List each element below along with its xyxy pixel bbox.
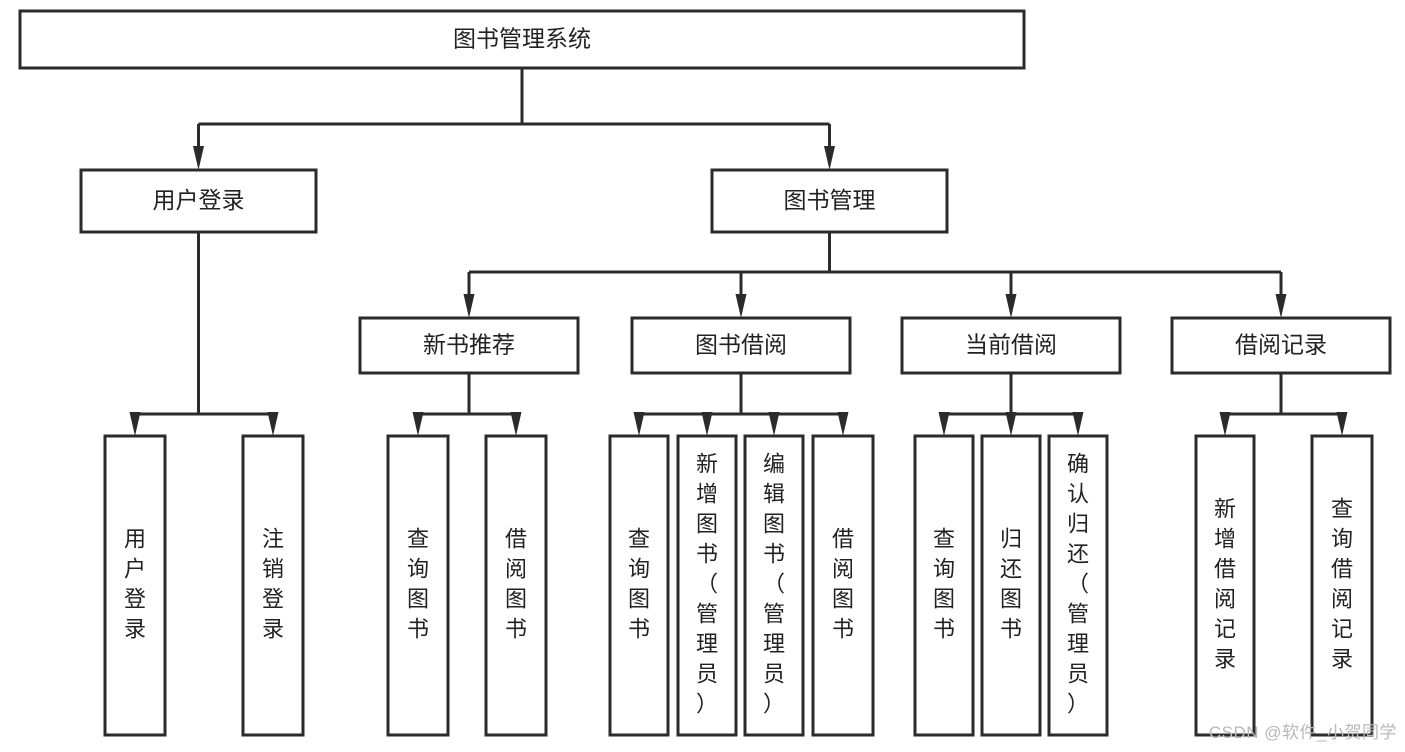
node-leaf-leaf-logout-label: 注销登录 <box>262 526 284 641</box>
node-leaf-leaf-edit-book-admin[interactable]: 编辑图书（管理员） <box>743 434 805 737</box>
node-level2-borrow-record-label: 借阅记录 <box>1235 332 1327 358</box>
arrow-head-icon <box>510 412 522 436</box>
node-leaf-leaf-add-book-admin[interactable]: 新增图书（管理员） <box>676 434 738 737</box>
node-leaf-leaf-query-book-recommend[interactable]: 查询图书 <box>386 434 450 737</box>
node-level1-user-login-label: 用户登录 <box>153 187 245 213</box>
node-level2-new-book-recommend-box <box>358 316 580 375</box>
node-leaf-leaf-query-book-label: 查询图书 <box>628 526 650 641</box>
node-leaf-leaf-return-book-box <box>980 434 1042 737</box>
node-root-box <box>18 9 1026 70</box>
node-leaf-leaf-query-book-current[interactable]: 查询图书 <box>913 434 975 737</box>
arrow-head-icon <box>412 412 424 436</box>
node-leaf-leaf-query-book-recommend-label: 查询图书 <box>407 526 429 641</box>
node-level2-current-borrow-box <box>900 316 1122 375</box>
arrow-head-icon <box>463 294 475 318</box>
arrow-head-icon <box>701 412 713 436</box>
csdn-watermark: CSDN @软件_小贺同学 <box>1208 723 1397 742</box>
node-leaf-leaf-add-borrow-record-label: 新增借阅记录 <box>1214 496 1236 671</box>
arrow-head-icon <box>1005 294 1017 318</box>
node-level1-user-login-box <box>79 168 318 234</box>
node-leaf-leaf-edit-book-admin-box <box>743 434 805 737</box>
node-level1-book-management-box <box>710 168 949 234</box>
arrow-head-icon <box>1219 412 1231 436</box>
node-root[interactable]: 图书管理系统 <box>18 9 1026 70</box>
node-leaf-leaf-user-login-label: 用户登录 <box>124 526 146 641</box>
node-root-label: 图书管理系统 <box>453 26 591 52</box>
node-leaf-leaf-query-borrow-record-label: 查询借阅记录 <box>1331 496 1353 671</box>
node-level2-new-book-recommend-label: 新书推荐 <box>423 332 515 358</box>
arrow-head-icon <box>1336 412 1348 436</box>
node-leaf-leaf-borrow-book[interactable]: 借阅图书 <box>811 434 875 737</box>
connectors-layer <box>129 68 1348 436</box>
arrow-head-icon <box>938 412 950 436</box>
node-leaf-leaf-logout-box <box>241 434 305 737</box>
node-level1-book-management[interactable]: 图书管理 <box>710 168 949 234</box>
arrow-head-icon <box>1072 412 1084 436</box>
arrow-head-icon <box>1275 294 1287 318</box>
node-level1-book-management-label: 图书管理 <box>784 187 876 213</box>
arrow-head-icon <box>824 146 835 170</box>
arrow-head-icon <box>1005 412 1017 436</box>
node-leaf-leaf-borrow-book-label: 借阅图书 <box>832 526 854 641</box>
node-leaf-leaf-add-borrow-record[interactable]: 新增借阅记录 <box>1194 434 1256 737</box>
node-level2-borrow-record-box <box>1170 316 1392 375</box>
node-level2-book-borrow-label: 图书借阅 <box>695 332 787 358</box>
node-leaf-leaf-confirm-return-admin-label: 确认归还（管理员） <box>1067 451 1089 716</box>
node-level2-current-borrow[interactable]: 当前借阅 <box>900 316 1122 375</box>
node-leaf-leaf-logout[interactable]: 注销登录 <box>241 434 305 737</box>
arrow-head-icon <box>129 412 141 436</box>
node-leaf-leaf-query-borrow-record-box <box>1310 434 1374 737</box>
node-leaf-leaf-query-book-box <box>608 434 670 737</box>
node-leaf-leaf-query-book-current-label: 查询图书 <box>933 526 955 641</box>
arrow-head-icon <box>768 412 780 436</box>
node-leaf-leaf-borrow-book-recommend-label: 借阅图书 <box>505 526 527 641</box>
arrow-head-icon <box>735 294 747 318</box>
node-leaf-leaf-confirm-return-admin-box <box>1047 434 1109 737</box>
arrow-head-icon <box>193 146 204 170</box>
node-leaf-leaf-borrow-book-box <box>811 434 875 737</box>
arrow-head-icon <box>633 412 645 436</box>
node-level1-user-login[interactable]: 用户登录 <box>79 168 318 234</box>
node-level2-borrow-record[interactable]: 借阅记录 <box>1170 316 1392 375</box>
node-leaf-leaf-return-book[interactable]: 归还图书 <box>980 434 1042 737</box>
node-leaf-leaf-query-borrow-record[interactable]: 查询借阅记录 <box>1310 434 1374 737</box>
node-leaf-leaf-query-book-recommend-box <box>386 434 450 737</box>
node-level2-book-borrow[interactable]: 图书借阅 <box>630 316 852 375</box>
arrow-head-icon <box>267 412 279 436</box>
node-leaf-leaf-user-login-box <box>103 434 167 737</box>
node-leaf-leaf-add-book-admin-box <box>676 434 738 737</box>
node-leaf-leaf-confirm-return-admin[interactable]: 确认归还（管理员） <box>1047 434 1109 737</box>
node-leaf-leaf-add-book-admin-label: 新增图书（管理员） <box>696 451 718 716</box>
nodes-layer: 图书管理系统用户登录图书管理新书推荐图书借阅当前借阅借阅记录用户登录注销登录查询… <box>18 9 1392 737</box>
node-leaf-leaf-query-book-current-box <box>913 434 975 737</box>
node-leaf-leaf-borrow-book-recommend-box <box>484 434 548 737</box>
node-leaf-leaf-borrow-book-recommend[interactable]: 借阅图书 <box>484 434 548 737</box>
node-leaf-leaf-user-login[interactable]: 用户登录 <box>103 434 167 737</box>
node-leaf-leaf-return-book-label: 归还图书 <box>1000 526 1022 641</box>
node-level2-new-book-recommend[interactable]: 新书推荐 <box>358 316 580 375</box>
node-leaf-leaf-edit-book-admin-label: 编辑图书（管理员） <box>763 451 785 716</box>
node-leaf-leaf-add-borrow-record-box <box>1194 434 1256 737</box>
node-level2-book-borrow-box <box>630 316 852 375</box>
node-level2-current-borrow-label: 当前借阅 <box>965 332 1057 358</box>
node-leaf-leaf-query-book[interactable]: 查询图书 <box>608 434 670 737</box>
arrow-head-icon <box>837 412 849 436</box>
